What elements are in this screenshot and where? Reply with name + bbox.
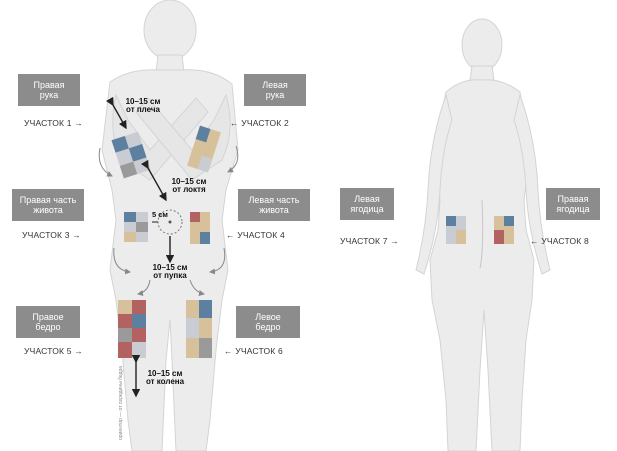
front-head (144, 0, 196, 60)
patch-right-buttock (494, 216, 514, 244)
label-right-buttock: Правая ягодица (546, 188, 600, 220)
distance-from-knee: 10–15 см от колена (140, 370, 190, 386)
site-5-label: УЧАСТОК 5 → (24, 346, 83, 356)
navel-dot (169, 221, 172, 224)
label-left-thigh: Левое бедро (236, 306, 300, 338)
patch-left-thigh (186, 300, 212, 358)
label-left-arm: Левая рука (244, 74, 306, 106)
patch-left-buttock (446, 216, 466, 244)
distance-from-shoulder: 10–15 см от плеча (118, 98, 168, 114)
patch-left-abdomen (190, 212, 210, 244)
site-3-label: УЧАСТОК 3 → (22, 230, 81, 240)
site-7-label: УЧАСТОК 7 → (340, 236, 399, 246)
label-right-arm: Правая рука (18, 74, 80, 106)
front-neck (156, 55, 184, 72)
site-2-label: ← УЧАСТОК 2 (230, 118, 289, 128)
vertical-guide-note: ориентир — от середины бедра (118, 366, 124, 440)
back-neck (470, 66, 494, 80)
site-6-label: ← УЧАСТОК 6 (224, 346, 283, 356)
back-head (462, 19, 502, 71)
distance-navel-5cm: 5 см (152, 210, 168, 219)
site-4-label: ← УЧАСТОК 4 (226, 230, 285, 240)
distance-from-elbow: 10–15 см от локтя (164, 178, 214, 194)
patch-right-thigh (118, 300, 146, 358)
label-right-abdomen: Правая часть живота (12, 189, 84, 221)
distance-from-navel: 10–15 см от пупка (145, 264, 195, 280)
label-right-thigh: Правое бедро (16, 306, 80, 338)
patch-right-abdomen (124, 212, 148, 242)
label-left-abdomen: Левая часть живота (238, 189, 310, 221)
site-8-label: ← УЧАСТОК 8 (530, 236, 589, 246)
site-1-label: УЧАСТОК 1 → (24, 118, 83, 128)
label-left-buttock: Левая ягодица (340, 188, 394, 220)
